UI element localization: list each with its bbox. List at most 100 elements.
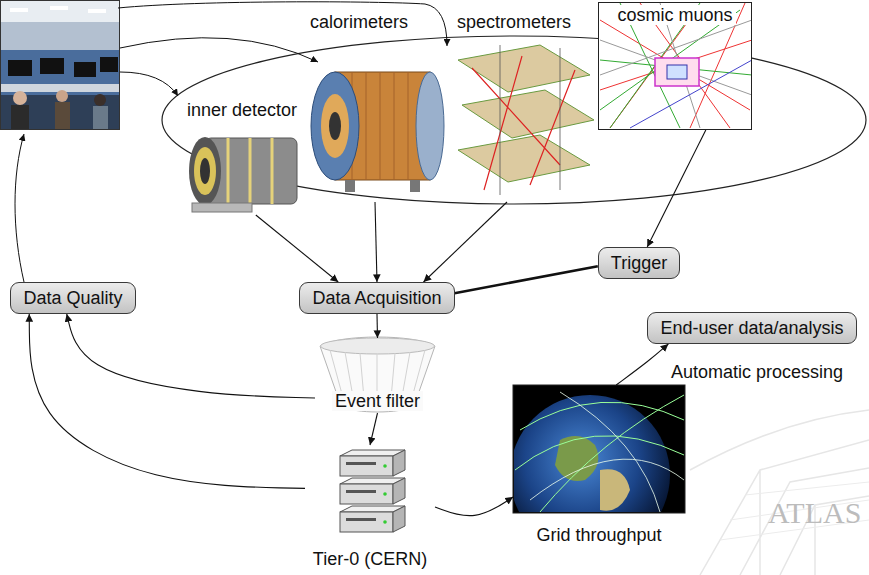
label-holder: ATLAS	[768, 496, 861, 530]
connector	[616, 344, 668, 385]
node-label: Event filter	[332, 391, 423, 411]
node-label: End-user data/analysis	[660, 318, 843, 338]
edge-label-holder: Automatic processing	[668, 362, 846, 382]
control-room-photo-part	[10, 8, 28, 12]
calorimeter-drawing-part	[352, 72, 408, 180]
node-label: Tier-0 (CERN)	[313, 549, 427, 569]
muon-spectrometer-drawing-part	[462, 90, 594, 138]
server-stack-icon-part	[393, 478, 405, 504]
earth-grid-image-part	[514, 392, 684, 512]
earth-grid-image-part-part	[515, 395, 684, 512]
connector	[370, 413, 378, 445]
coffee-filter-drawing-part	[321, 338, 435, 354]
muon-spectrometer-drawing-part	[458, 135, 590, 182]
control-room-photo-part	[0, 50, 120, 130]
watermark-building-part	[690, 410, 869, 575]
grid-stage: Grid throughput	[513, 385, 685, 545]
control-room-photo-part	[0, 0, 120, 22]
process-box: Data Quality	[10, 282, 135, 314]
control-room-photo-part	[13, 91, 27, 105]
connector	[29, 314, 305, 488]
coffee-filter-drawing-part	[330, 350, 425, 411]
coffee-filter-drawing	[320, 337, 435, 412]
control-room-photo-part	[56, 90, 68, 102]
control-room-photo-part	[55, 102, 70, 130]
cosmic-muon-display-part	[598, 2, 752, 130]
photo-arrows-part	[118, 2, 447, 46]
cosmic-muon-display	[598, 2, 752, 130]
node-label: calorimeters	[310, 12, 408, 32]
process-box: Data Acquisition	[299, 282, 454, 314]
cosmic-muon-display-part	[600, 3, 751, 128]
control-room-photo-part	[100, 57, 118, 72]
inner-detector-drawing	[189, 137, 297, 212]
server-stack-icon	[340, 450, 405, 532]
server-stack-icon-part	[340, 456, 393, 476]
inner-detector-drawing-part	[192, 203, 252, 212]
control-room-photo-part	[94, 94, 106, 106]
calorimeter-drawing-part	[311, 72, 359, 180]
calorimeter-drawing-part	[345, 180, 355, 192]
cosmic-muon-display-part-part	[600, 3, 751, 128]
server-stack-icon-part	[383, 492, 387, 496]
detector-image: inner detector	[185, 100, 303, 215]
calorimeter-drawing	[311, 72, 444, 192]
cosmic-muon-display-part-part	[600, 3, 751, 128]
watermark-building	[690, 410, 869, 575]
coffee-filter-drawing-part	[320, 337, 435, 412]
node-label: Grid throughput	[536, 525, 661, 545]
detector-ellipse-part	[162, 36, 866, 204]
connector	[424, 202, 507, 282]
server-stack-icon-part	[383, 464, 387, 468]
node-label: Data Quality	[23, 288, 122, 308]
server-stack-icon-part	[340, 484, 393, 504]
inner-detector-drawing-part	[227, 138, 230, 204]
photo-arrows	[15, 2, 447, 282]
node-label: Data Acquisition	[312, 288, 441, 308]
control-room-photo-part	[0, 0, 120, 130]
event-display-panel: cosmic muons	[598, 2, 752, 130]
node-label: spectrometers	[457, 12, 571, 32]
inner-detector-drawing-part	[271, 138, 274, 204]
node-label: inner detector	[187, 100, 297, 120]
server-stack-icon-part	[340, 512, 393, 532]
detector-image: spectrometers	[447, 12, 597, 202]
control-room-photo	[0, 0, 120, 130]
server-stack-icon-part	[346, 462, 376, 465]
inner-detector-drawing-part	[249, 138, 252, 204]
calorimeter-drawing-part	[329, 112, 341, 140]
process-box: End-user data/analysis	[647, 312, 856, 344]
cosmic-muon-display-part-part	[655, 58, 699, 86]
muon-spectrometer-drawing-part	[458, 45, 590, 92]
control-room-photo-part	[88, 9, 106, 13]
detector-image: calorimeters	[306, 12, 444, 202]
muon-spectrometer-drawing	[458, 45, 594, 195]
earth-grid-image-part-part	[600, 469, 630, 511]
process-box: Trigger	[598, 247, 680, 279]
detector-ellipse	[162, 36, 866, 204]
filter-stage: Event filter	[315, 338, 440, 413]
watermark: ATLAS	[768, 496, 861, 529]
control-room-photo-part	[1, 1, 120, 130]
calorimeter-drawing-part	[416, 72, 444, 180]
connector	[256, 215, 338, 282]
inner-detector-drawing-part	[194, 147, 216, 195]
storage-stage: Tier-0 (CERN)	[305, 445, 435, 569]
connector	[455, 266, 598, 293]
node-label: cosmic muons	[614, 5, 735, 25]
muon-spectrometer-drawing-part	[500, 45, 560, 195]
photo-arrows-part	[15, 134, 24, 282]
control-room-photo-part	[93, 106, 108, 130]
edge-label: Automatic processing	[668, 362, 846, 382]
cosmic-muon-display-part-part	[667, 65, 687, 79]
earth-grid-image	[510, 385, 685, 555]
server-stack-icon-part	[346, 490, 376, 493]
server-stack-icon-part	[383, 520, 387, 524]
photo-arrows-part	[120, 72, 178, 96]
inner-detector-drawing-part	[189, 137, 221, 205]
watermark-building-part	[720, 482, 869, 540]
connector	[435, 497, 513, 516]
server-stack-icon-part	[346, 518, 376, 521]
